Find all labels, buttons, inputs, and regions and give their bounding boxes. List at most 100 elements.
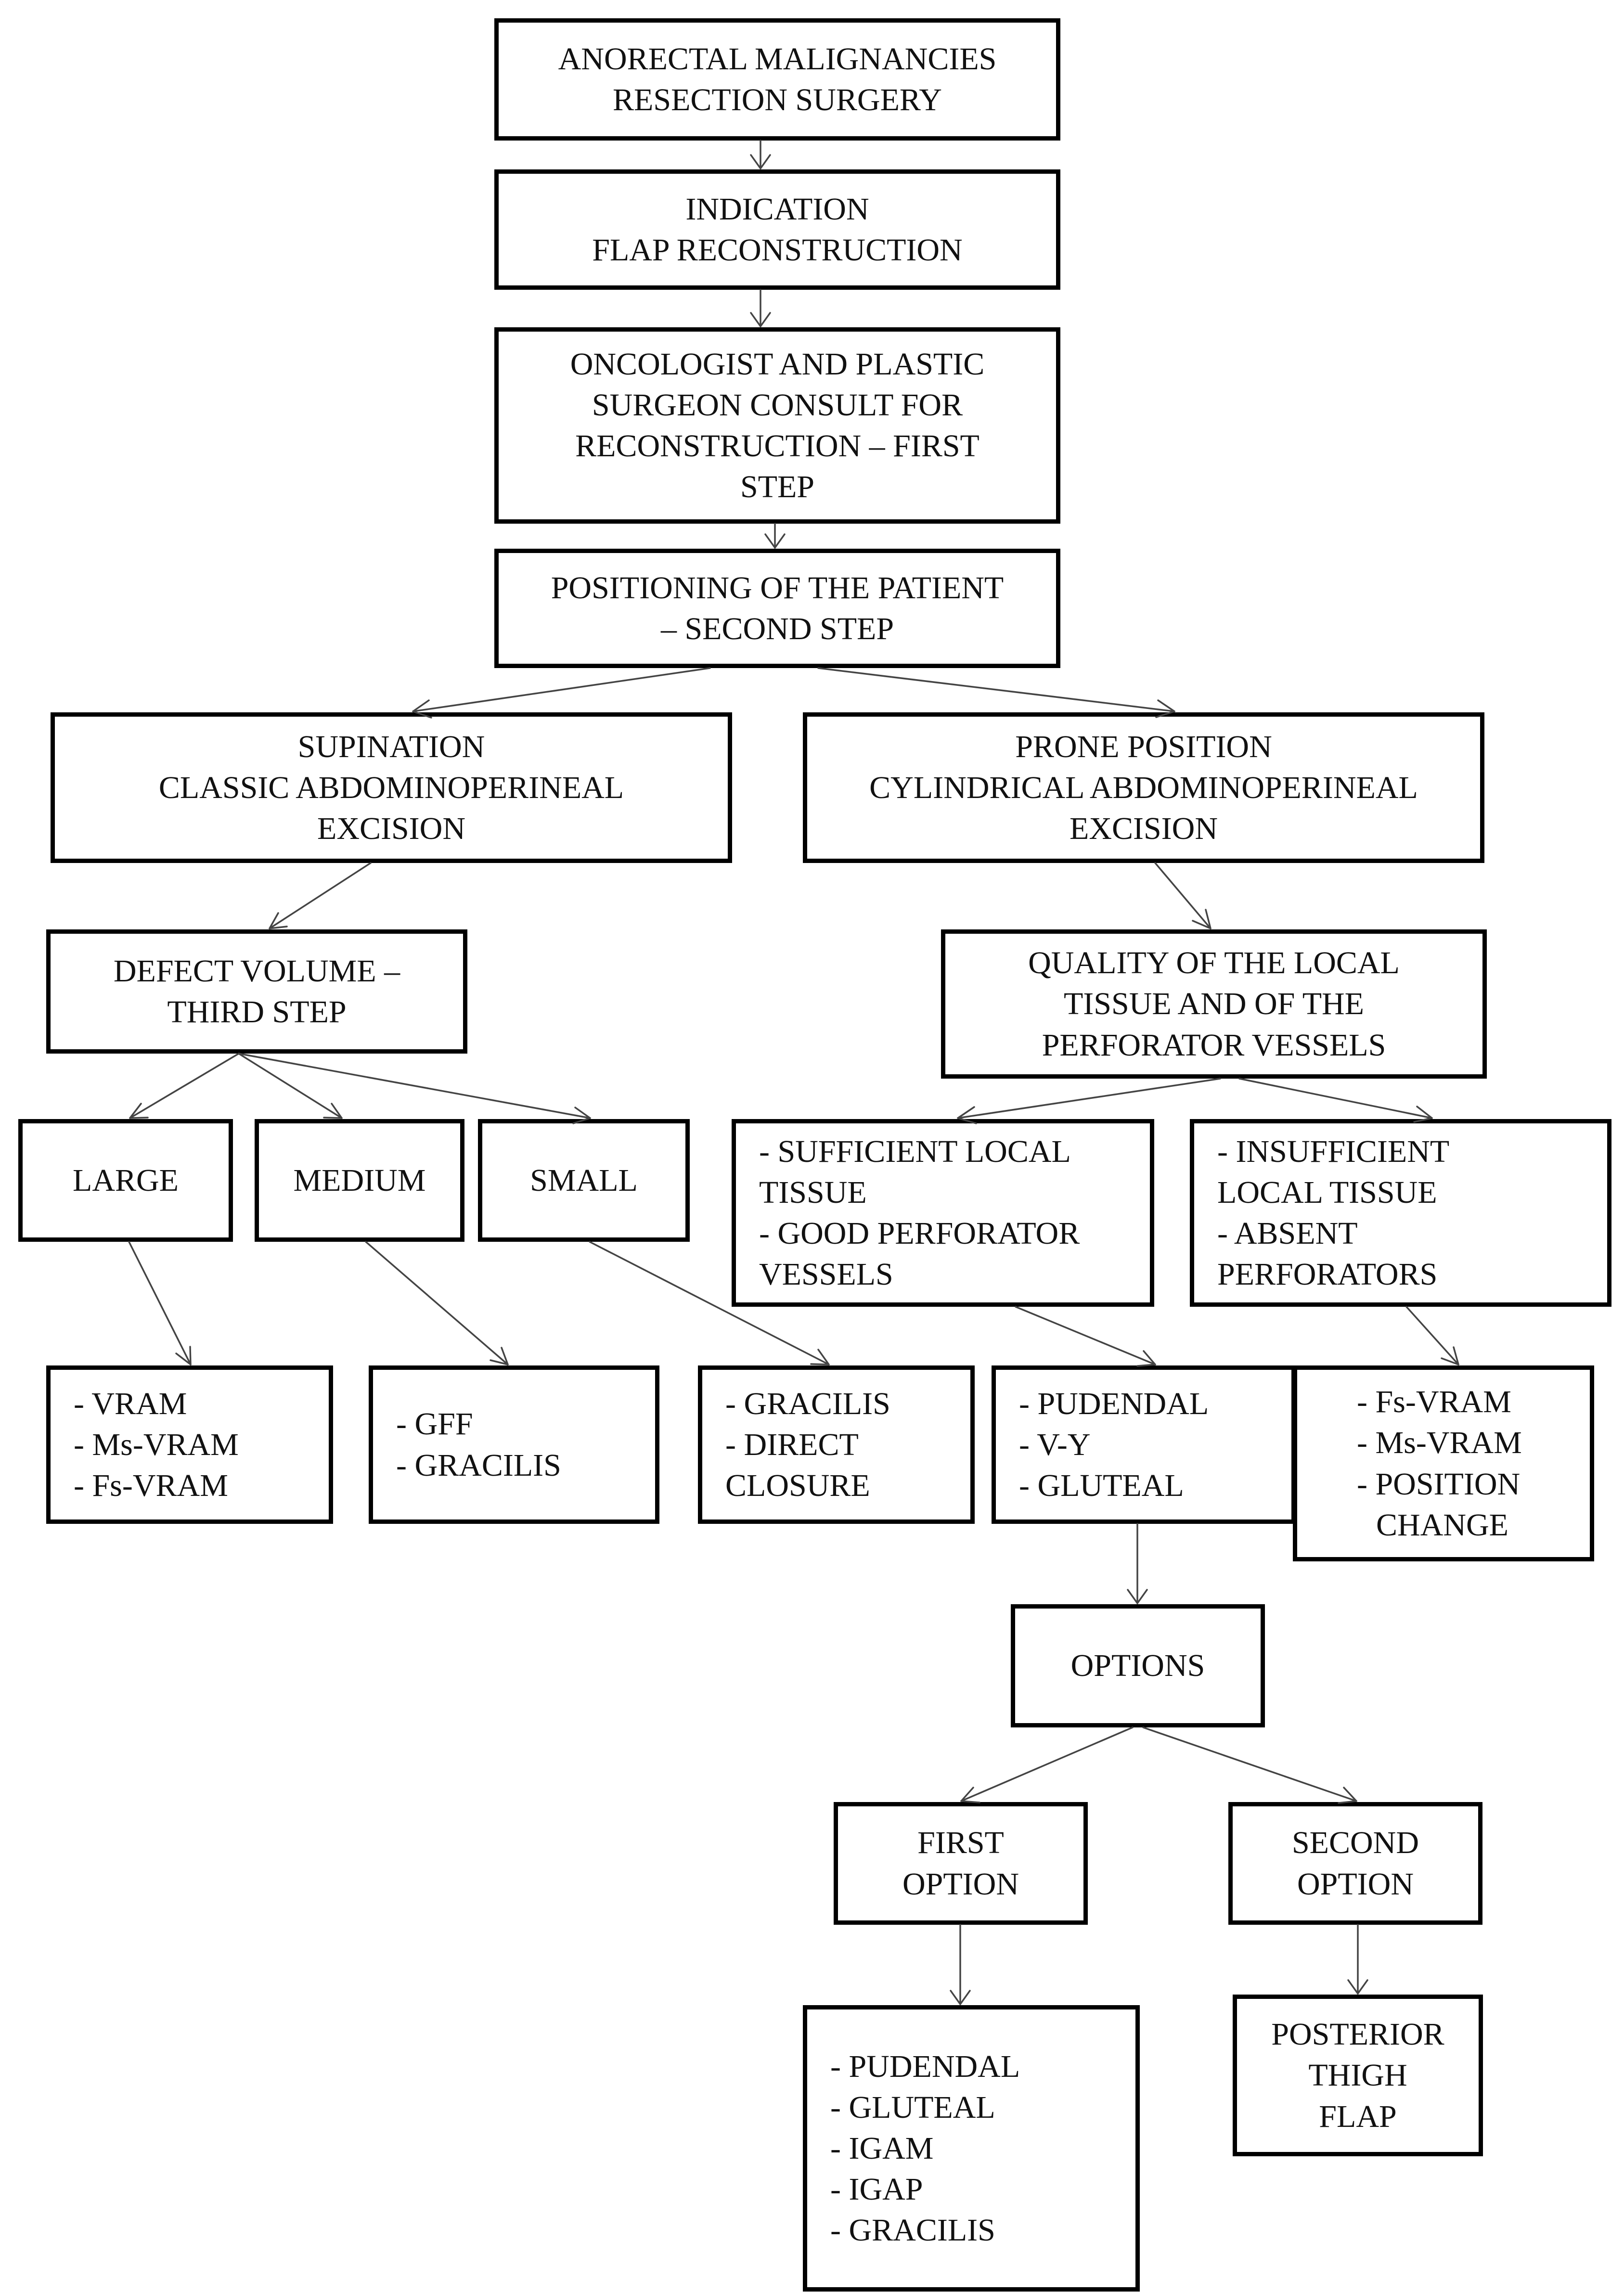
node-line: OPTIONS: [1070, 1648, 1205, 1684]
node-line: – SECOND STEP: [660, 611, 894, 646]
node-line: ANORECTAL MALIGNANCIES: [558, 41, 997, 77]
node-line: - GLUTEAL: [1019, 1468, 1184, 1504]
node-line: EXCISION: [317, 811, 465, 847]
node-options: OPTIONS: [1011, 1604, 1265, 1727]
node-second-option: SECOND OPTION: [1228, 1802, 1482, 1925]
node-line: FLAP: [1319, 2099, 1397, 2134]
node-line: LOCAL TISSUE: [1217, 1174, 1437, 1210]
node-line: OPTION: [902, 1866, 1019, 1902]
node-line: PERFORATOR VESSELS: [1042, 1027, 1386, 1063]
node-line: - GRACILIS: [725, 1386, 890, 1421]
edge-arrow: [960, 1726, 1134, 1803]
node-line: SECOND: [1291, 1825, 1419, 1861]
node-line: - ABSENT: [1217, 1216, 1358, 1251]
edge-arrow: [1405, 1306, 1459, 1365]
node-insufficient-local-tissue: - INSUFFICIENT LOCAL TISSUE - ABSENT PER…: [1190, 1119, 1611, 1307]
node-line: EXCISION: [1070, 811, 1218, 847]
edge-arrow: [1142, 1726, 1357, 1804]
node-line: CHANGE: [1376, 1507, 1508, 1543]
edge-arrow: [238, 1053, 591, 1124]
node-pudendal-vy-gluteal-list: - PUDENDAL - V-Y - GLUTEAL: [992, 1365, 1296, 1524]
node-line: STEP: [740, 469, 815, 505]
node-line: DEFECT VOLUME –: [113, 953, 400, 989]
node-fs-vram-position-change-list: - Fs-VRAM - Ms-VRAM - POSITION CHANGE: [1293, 1365, 1594, 1561]
edge-arrow: [1347, 1924, 1368, 1995]
edge-arrow: [750, 140, 771, 169]
node-line: SURGEON CONSULT FOR: [592, 387, 963, 423]
node-line: POSTERIOR: [1271, 2017, 1444, 2052]
node-line: QUALITY OF THE LOCAL: [1028, 945, 1400, 981]
edge-arrow: [1015, 1306, 1156, 1367]
edge-arrow: [1238, 1078, 1433, 1123]
node-large: LARGE: [18, 1119, 233, 1242]
node-first-option: FIRST OPTION: [834, 1802, 1088, 1925]
edge-arrow: [129, 1053, 240, 1119]
node-sufficient-local-tissue: - SUFFICIENT LOCAL TISSUE - GOOD PERFORA…: [732, 1119, 1154, 1307]
node-supination-classic-excision: SUPINATION CLASSIC ABDOMINOPERINEAL EXCI…: [51, 712, 732, 863]
node-line: RECONSTRUCTION – FIRST: [575, 428, 980, 464]
node-gff-gracilis-list: - GFF - GRACILIS: [369, 1365, 659, 1524]
node-medium: MEDIUM: [255, 1119, 464, 1242]
node-vram-list: - VRAM - Ms-VRAM - Fs-VRAM: [46, 1365, 333, 1524]
node-first-option-list: - PUDENDAL - GLUTEAL - IGAM - IGAP - GRA…: [803, 2005, 1140, 2292]
node-gracilis-direct-closure-list: - GRACILIS - DIRECT CLOSURE: [698, 1365, 975, 1524]
edge-arrow: [750, 289, 771, 327]
node-anorectal-malignancies: ANORECTAL MALIGNANCIES RESECTION SURGERY: [494, 18, 1060, 141]
node-line: - GOOD PERFORATOR: [759, 1216, 1080, 1251]
node-line: CLASSIC ABDOMINOPERINEAL: [158, 770, 624, 805]
node-line: CYLINDRICAL ABDOMINOPERINEAL: [869, 770, 1418, 805]
node-line: - Fs-VRAM: [1357, 1384, 1511, 1420]
node-quality-local-tissue: QUALITY OF THE LOCAL TISSUE AND OF THE P…: [941, 929, 1487, 1079]
node-line: SUPINATION: [297, 729, 485, 764]
node-line: - V-Y: [1019, 1427, 1091, 1462]
node-line: THIRD STEP: [167, 994, 347, 1030]
node-line: TISSUE AND OF THE: [1063, 986, 1364, 1022]
edge-arrow: [128, 1241, 192, 1365]
edge-arrow: [589, 1241, 830, 1365]
node-line: ONCOLOGIST AND PLASTIC: [570, 346, 985, 382]
node-line: - POSITION: [1357, 1466, 1521, 1502]
edge-arrow: [950, 1924, 971, 2005]
node-line: - PUDENDAL: [1019, 1386, 1209, 1421]
node-line: - VRAM: [74, 1386, 187, 1421]
node-line: FIRST: [917, 1825, 1004, 1861]
node-line: TISSUE: [759, 1174, 867, 1210]
node-line: LARGE: [73, 1162, 179, 1198]
node-line: VESSELS: [759, 1257, 893, 1292]
node-line: - PUDENDAL: [830, 2048, 1020, 2084]
edge-arrow: [365, 1241, 509, 1365]
node-line: - GLUTEAL: [830, 2089, 995, 2125]
node-line: PRONE POSITION: [1015, 729, 1272, 764]
node-defect-volume-third-step: DEFECT VOLUME – THIRD STEP: [46, 929, 467, 1054]
node-posterior-thigh-flap: POSTERIOR THIGH FLAP: [1233, 1995, 1483, 2156]
node-line: - GRACILIS: [830, 2213, 995, 2248]
edge-arrow: [238, 1053, 343, 1119]
node-line: - SUFFICIENT LOCAL: [759, 1133, 1071, 1169]
edge-arrow: [412, 667, 711, 719]
node-positioning-second-step: POSITIONING OF THE PATIENT – SECOND STEP: [494, 549, 1060, 668]
node-line: OPTION: [1297, 1866, 1414, 1902]
edge-arrow: [764, 523, 786, 549]
node-line: - IGAP: [830, 2172, 923, 2207]
node-line: CLOSURE: [725, 1468, 870, 1504]
node-line: - Ms-VRAM: [1357, 1425, 1522, 1461]
node-line: - GRACILIS: [396, 1447, 561, 1483]
node-line: THIGH: [1308, 2058, 1407, 2093]
node-line: - DIRECT: [725, 1427, 859, 1462]
node-line: FLAP RECONSTRUCTION: [592, 232, 963, 268]
node-line: - IGAM: [830, 2130, 934, 2166]
node-line: INDICATION: [685, 191, 869, 227]
node-line: - INSUFFICIENT: [1217, 1133, 1450, 1169]
edge-arrow: [957, 1078, 1221, 1124]
node-line: - Ms-VRAM: [74, 1427, 239, 1462]
node-line: - GFF: [396, 1406, 473, 1442]
node-prone-cylindrical-excision: PRONE POSITION CYLINDRICAL ABDOMINOPERIN…: [803, 712, 1484, 863]
edge-arrow: [817, 667, 1175, 718]
node-indication-flap-reconstruction: INDICATION FLAP RECONSTRUCTION: [494, 169, 1060, 290]
edge-arrow: [1154, 862, 1212, 929]
node-line: RESECTION SURGERY: [613, 82, 942, 117]
node-line: MEDIUM: [293, 1162, 426, 1198]
edge-arrow: [1127, 1523, 1148, 1604]
node-line: PERFORATORS: [1217, 1257, 1438, 1292]
